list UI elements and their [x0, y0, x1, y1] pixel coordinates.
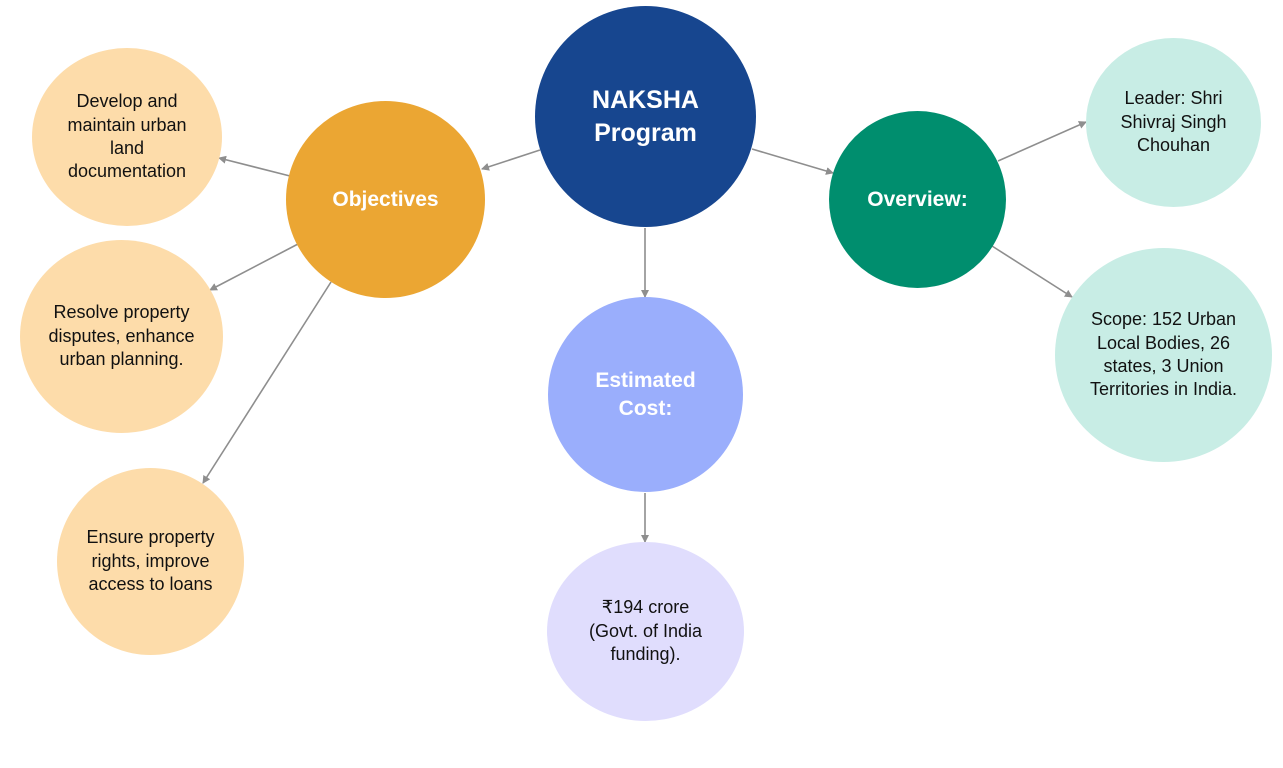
overview-item-2-text: Scope: 152 Urban Local Bodies, 26 states…	[1089, 309, 1238, 400]
objective-item-1: Develop and maintain urban land document…	[32, 48, 222, 226]
edge-center-overview	[751, 148, 834, 175]
cost-node: Estimated Cost:	[548, 297, 743, 492]
edge-objectives-item-2	[209, 243, 299, 291]
edge-center-objectives	[481, 149, 541, 171]
edge-objectives-item-3	[202, 281, 332, 484]
objective-item-2-text: Resolve property disputes, enhance urban…	[48, 302, 195, 370]
objectives-node: Objectives	[286, 101, 485, 298]
edge-objectives-item-1	[218, 155, 291, 177]
objective-item-1-text: Develop and maintain urban land document…	[67, 91, 187, 182]
overview-item-1: Leader: Shri Shivraj Singh Chouhan	[1086, 38, 1261, 207]
objective-item-3: Ensure property rights, improve access t…	[57, 468, 244, 655]
objectives-node-label: Objectives	[332, 187, 439, 211]
center-node-label: NAKSHA Program	[592, 86, 699, 147]
objective-item-2: Resolve property disputes, enhance urban…	[20, 240, 223, 433]
edge-overview-item-1	[997, 121, 1087, 162]
cost-node-label: Estimated Cost:	[595, 369, 696, 420]
cost-detail-text: ₹194 crore (Govt. of India funding).	[588, 597, 703, 665]
objective-item-3-text: Ensure property rights, improve access t…	[86, 527, 215, 595]
overview-node-label: Overview:	[867, 187, 968, 211]
center-node: NAKSHA Program	[535, 6, 756, 227]
edge-overview-item-2	[991, 245, 1073, 298]
overview-item-1-text: Leader: Shri Shivraj Singh Chouhan	[1120, 88, 1227, 156]
overview-node: Overview:	[829, 111, 1006, 288]
overview-item-2: Scope: 152 Urban Local Bodies, 26 states…	[1055, 248, 1272, 462]
cost-detail-node: ₹194 crore (Govt. of India funding).	[547, 542, 744, 721]
